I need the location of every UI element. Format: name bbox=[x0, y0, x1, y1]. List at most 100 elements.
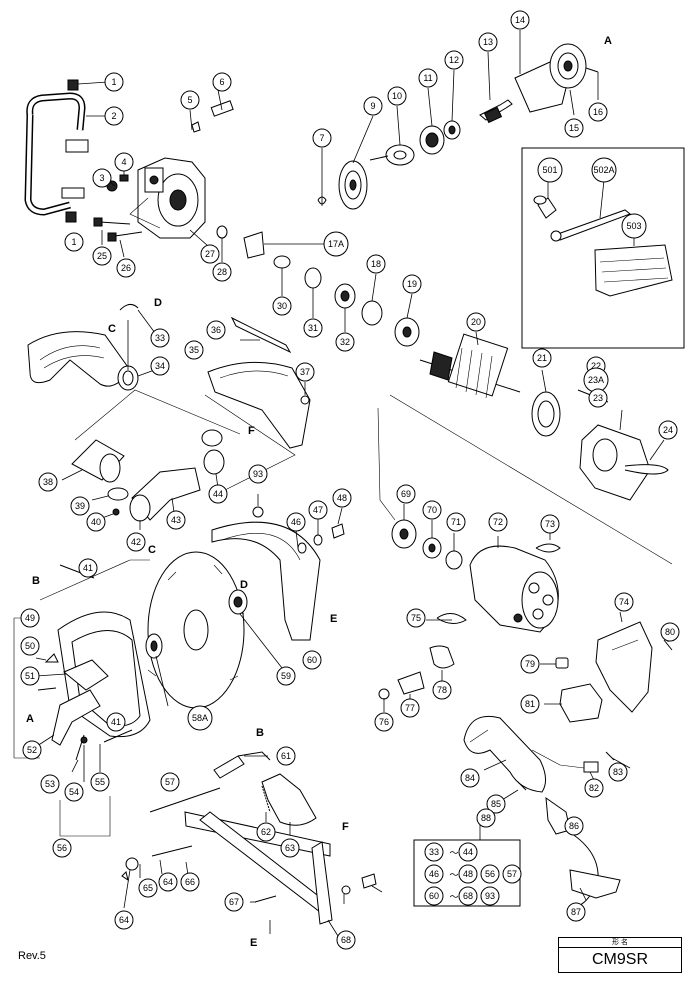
callout-number: 48 bbox=[337, 493, 347, 503]
callout-circle bbox=[588, 102, 608, 122]
callout-circle bbox=[303, 318, 323, 338]
callout-number: 71 bbox=[451, 517, 461, 527]
callout-60: 60 bbox=[302, 650, 322, 670]
callout-42: 42 bbox=[126, 532, 146, 552]
reference-letter-B: B bbox=[32, 575, 40, 587]
rear-handle-assembly bbox=[378, 611, 673, 906]
callout-43: 43 bbox=[166, 510, 186, 530]
callout-number: 54 bbox=[69, 787, 79, 797]
callout-number: 69 bbox=[401, 489, 411, 499]
callout-circle bbox=[488, 512, 508, 532]
callout-72: 72 bbox=[488, 512, 508, 532]
callout-23A: 23A bbox=[583, 367, 609, 393]
callout-82: 82 bbox=[584, 778, 604, 798]
callout-number: 43 bbox=[171, 515, 181, 525]
callout-circle bbox=[510, 10, 530, 30]
callout-12: 12 bbox=[444, 50, 464, 70]
callout-number: 64 bbox=[119, 915, 129, 925]
accessory-box bbox=[521, 147, 685, 349]
callout-10: 10 bbox=[387, 86, 407, 106]
screws-top-left bbox=[93, 89, 234, 258]
callout-circle bbox=[200, 244, 220, 264]
callout-circle bbox=[90, 772, 110, 792]
callout-circle bbox=[608, 762, 628, 782]
callout-51: 51 bbox=[20, 666, 40, 686]
callout-number: 81 bbox=[525, 699, 535, 709]
callout-25: 25 bbox=[92, 246, 112, 266]
callout-number: 42 bbox=[131, 537, 141, 547]
callout-4: 4 bbox=[114, 152, 134, 172]
callout-50: 50 bbox=[20, 636, 40, 656]
kit-item-93: 93 bbox=[480, 886, 500, 906]
callout-circle bbox=[166, 510, 186, 530]
kit-number: 60 bbox=[429, 891, 439, 901]
callout-number: 503 bbox=[626, 221, 641, 231]
callout-54: 54 bbox=[64, 782, 84, 802]
callout-20: 20 bbox=[466, 312, 486, 332]
callout-circle bbox=[138, 878, 158, 898]
kit-circle bbox=[480, 886, 500, 906]
kit-circle bbox=[424, 886, 444, 906]
callout-52: 52 bbox=[22, 740, 42, 760]
callout-circle bbox=[432, 680, 452, 700]
callout-number: 40 bbox=[91, 517, 101, 527]
callout-40: 40 bbox=[86, 512, 106, 532]
callout-number: 20 bbox=[471, 317, 481, 327]
callout-6: 6 bbox=[212, 72, 232, 92]
callout-30: 30 bbox=[272, 296, 292, 316]
callout-66: 66 bbox=[180, 872, 200, 892]
callout-circle bbox=[224, 892, 244, 912]
callout-circle bbox=[591, 157, 617, 183]
callout-circle bbox=[302, 650, 322, 670]
callout-circle bbox=[20, 608, 40, 628]
kit-number: 46 bbox=[429, 869, 439, 879]
callout-circle bbox=[446, 512, 466, 532]
callout-number: 501 bbox=[542, 165, 557, 175]
callout-circle bbox=[406, 608, 426, 628]
callout-number: 65 bbox=[143, 883, 153, 893]
model-box: 形 名 CM9SR bbox=[558, 937, 682, 973]
callout-number: 53 bbox=[45, 779, 55, 789]
callout-circle bbox=[332, 488, 352, 508]
callout-67: 67 bbox=[224, 892, 244, 912]
revision-label: Rev.5 bbox=[18, 950, 46, 962]
kit-item-48: 48 bbox=[458, 864, 478, 884]
callout-circle bbox=[280, 838, 300, 858]
kit-item-44: 44 bbox=[458, 842, 478, 862]
callout-circle bbox=[363, 96, 383, 116]
callout-circle bbox=[308, 500, 328, 520]
callout-number: 11 bbox=[423, 73, 432, 83]
callout-number: 17A bbox=[328, 239, 344, 249]
callout-34: 34 bbox=[150, 356, 170, 376]
kit-number: 56 bbox=[485, 869, 495, 879]
callout-number: 82 bbox=[589, 783, 599, 793]
kit-item-60: 60 bbox=[424, 886, 444, 906]
callout-number: 37 bbox=[300, 367, 310, 377]
callout-number: 77 bbox=[405, 703, 415, 713]
callout-18: 18 bbox=[366, 254, 386, 274]
callout-circle bbox=[212, 72, 232, 92]
callout-circle bbox=[64, 232, 84, 252]
callout-number: 68 bbox=[341, 935, 351, 945]
callout-7: 7 bbox=[312, 128, 332, 148]
callout-number: 14 bbox=[515, 15, 525, 25]
callout-number: 12 bbox=[449, 55, 459, 65]
reference-letter-F: F bbox=[342, 821, 349, 833]
callout-69: 69 bbox=[396, 484, 416, 504]
callout-number: 75 bbox=[411, 613, 421, 623]
callout-number: 38 bbox=[43, 477, 53, 487]
callout-71: 71 bbox=[446, 512, 466, 532]
callout-circle bbox=[520, 694, 540, 714]
callout-27: 27 bbox=[200, 244, 220, 264]
kit-circle bbox=[502, 864, 522, 884]
upper-guard-part bbox=[74, 316, 311, 491]
callout-circle bbox=[422, 500, 442, 520]
kit-circle bbox=[458, 842, 478, 862]
callout-circle bbox=[126, 532, 146, 552]
callout-circle bbox=[478, 32, 498, 52]
motor-housing bbox=[377, 394, 673, 633]
callout-number: 30 bbox=[277, 301, 287, 311]
callout-circle bbox=[540, 514, 560, 534]
callout-circle bbox=[295, 362, 315, 382]
callout-number: 79 bbox=[525, 659, 535, 669]
